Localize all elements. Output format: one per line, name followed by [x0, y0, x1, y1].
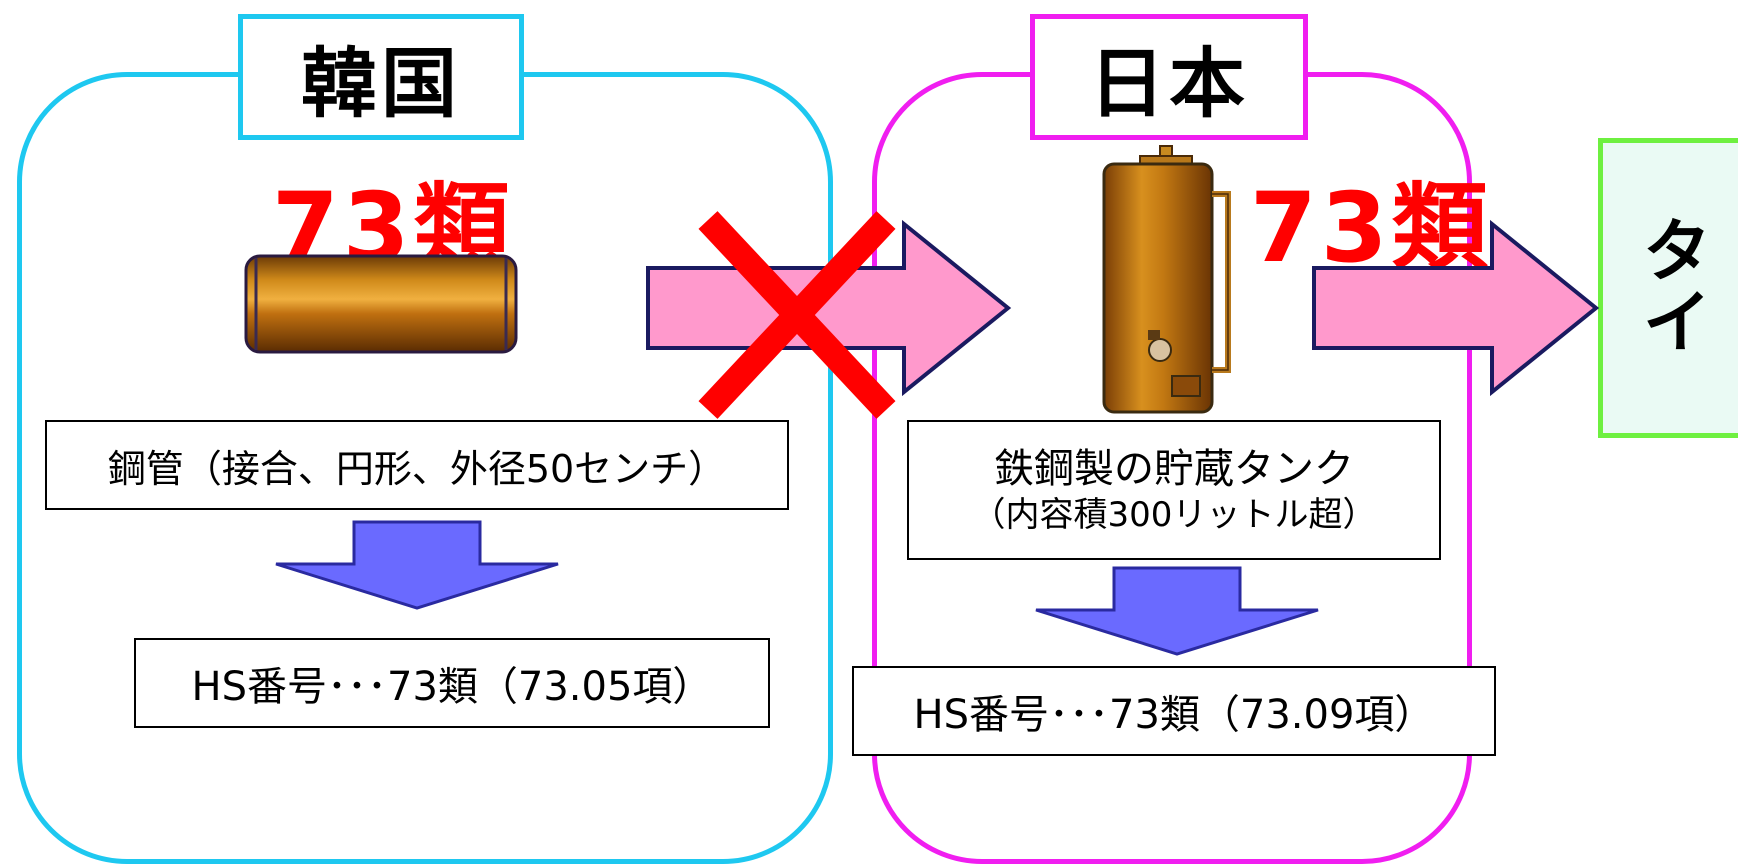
japan-hs-code-label: HS番号･･･73類（73.09項）	[852, 666, 1496, 756]
korea-down-arrow	[275, 520, 559, 610]
japan-product-line-2: （内容積300リットル超）	[971, 494, 1377, 535]
steel-pipe-icon	[244, 254, 518, 354]
cross-mark-icon	[698, 211, 896, 419]
thailand-title-char-1: タ	[1643, 212, 1712, 292]
storage-tank-icon	[1102, 145, 1231, 414]
korea-to-japan-arrow	[646, 219, 1012, 397]
japan-title: 日本	[1030, 14, 1308, 140]
thailand-title-char-2: イ	[1643, 284, 1712, 363]
japan-to-thailand-arrow	[1312, 219, 1600, 397]
korea-hs-code-label: HS番号･･･73類（73.05項）	[134, 638, 770, 728]
japan-chapter-label: 73類	[1250, 172, 1492, 284]
japan-product-line-1: 鉄鋼製の貯蔵タンク	[994, 445, 1354, 492]
japan-down-arrow	[1035, 566, 1319, 656]
korea-title: 韓国	[238, 14, 524, 140]
japan-product-label: 鉄鋼製の貯蔵タンク （内容積300リットル超）	[907, 420, 1441, 560]
korea-product-label: 鋼管（接合、円形、外径50センチ）	[45, 420, 789, 510]
thailand-title: タ イ	[1598, 138, 1738, 438]
